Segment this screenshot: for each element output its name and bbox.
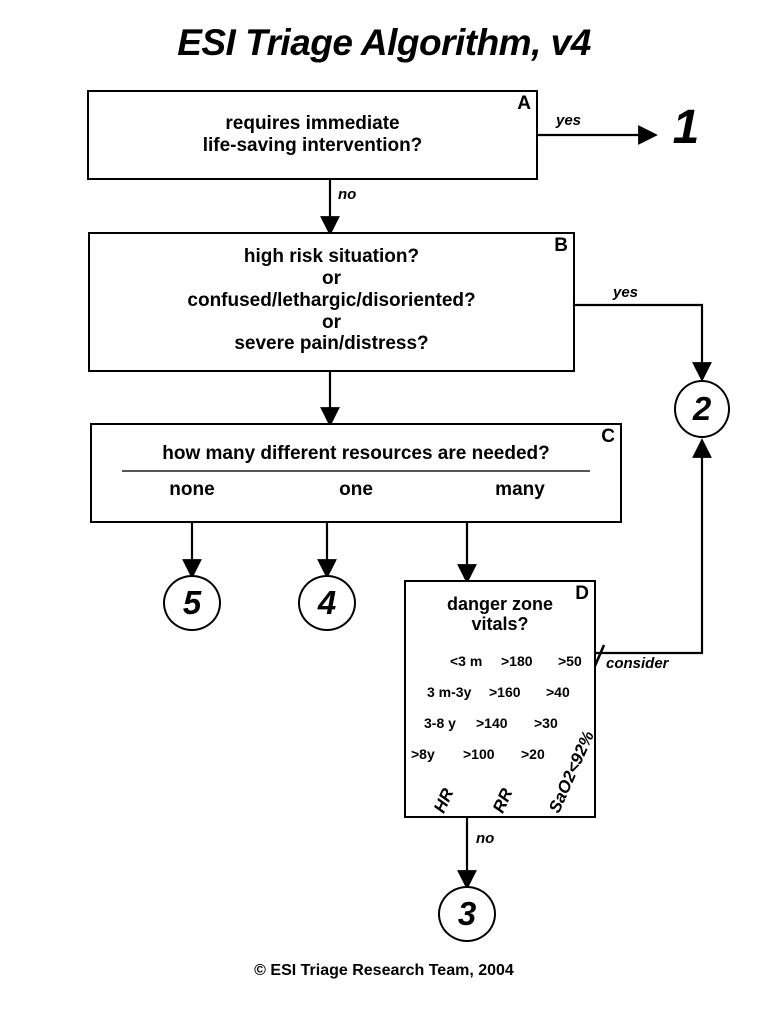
edge-b-yes bbox=[575, 303, 712, 382]
box-c-options: none one many bbox=[92, 479, 620, 501]
box-a-line-1: requires immediate bbox=[225, 113, 400, 134]
edge-label-d-consider: consider bbox=[606, 655, 669, 672]
box-letter-b: B bbox=[554, 235, 568, 256]
vitals-age-row-1: <3 m bbox=[450, 653, 483, 669]
decision-box-b[interactable]: B high risk situation? or confused/letha… bbox=[88, 232, 575, 372]
vitals-age-row-2: 3 m-3y bbox=[427, 684, 472, 700]
copyright-notice: © ESI Triage Research Team, 2004 bbox=[254, 962, 514, 979]
vitals-hr-row-3: >140 bbox=[476, 715, 508, 731]
edge-label-a-yes: yes bbox=[556, 112, 582, 129]
vitals-rr-row-4: >20 bbox=[521, 746, 545, 762]
vitals-hr-row-1: >180 bbox=[501, 653, 533, 669]
vitals-age-row-4: >8y bbox=[411, 746, 435, 762]
vitals-hr-row-4: >100 bbox=[463, 746, 495, 762]
box-b-line-4: or bbox=[322, 311, 341, 333]
edge-label-b-yes: yes bbox=[613, 284, 639, 301]
box-letter-a: A bbox=[517, 93, 531, 114]
box-b-line-1: high risk situation? bbox=[243, 246, 420, 267]
box-letter-d: D bbox=[575, 583, 589, 604]
box-b-line-3: confused/lethargic/disoriented? bbox=[187, 289, 476, 311]
acuity-level-5: 5 bbox=[163, 575, 221, 631]
acuity-level-3: 3 bbox=[438, 886, 496, 942]
box-d-title: danger zone vitals? bbox=[406, 594, 594, 634]
box-d-title-line-2: vitals? bbox=[471, 614, 529, 635]
acuity-level-1: 1 bbox=[672, 101, 700, 154]
page-title: ESI Triage Algorithm, v4 bbox=[177, 22, 591, 63]
box-b-text: high risk situation? or confused/letharg… bbox=[90, 246, 573, 355]
decision-box-c[interactable]: C how many different resources are neede… bbox=[90, 423, 622, 523]
edge-label-d-no: no bbox=[476, 830, 495, 847]
box-b-line-5: severe pain/distress? bbox=[234, 333, 429, 355]
acuity-level-2: 2 bbox=[674, 380, 730, 438]
vitals-rr-row-1: >50 bbox=[558, 653, 582, 669]
acuity-level-4: 4 bbox=[298, 575, 356, 631]
box-c-option-one[interactable]: one bbox=[339, 479, 373, 500]
box-a-text: requires immediate life-saving intervent… bbox=[89, 113, 536, 157]
decision-box-d[interactable]: D danger zone vitals? bbox=[404, 580, 596, 818]
vitals-age-row-3: 3-8 y bbox=[424, 715, 456, 731]
box-c-heading: how many different resources are needed? bbox=[162, 443, 550, 464]
edge-label-a-no: no bbox=[338, 186, 357, 203]
box-a-line-2: life-saving intervention? bbox=[202, 134, 423, 156]
box-d-title-line-1: danger zone bbox=[446, 594, 553, 614]
box-c-option-none[interactable]: none bbox=[169, 479, 215, 500]
box-c-divider bbox=[122, 470, 590, 472]
vitals-rr-row-3: >30 bbox=[534, 715, 558, 731]
box-b-line-2: or bbox=[322, 267, 341, 289]
box-letter-c: C bbox=[601, 426, 615, 447]
box-c-option-many[interactable]: many bbox=[495, 479, 545, 500]
decision-box-a[interactable]: A requires immediate life-saving interve… bbox=[87, 90, 538, 180]
edge-d-consider bbox=[596, 438, 712, 655]
vitals-hr-row-2: >160 bbox=[489, 684, 521, 700]
vitals-rr-row-2: >40 bbox=[546, 684, 570, 700]
